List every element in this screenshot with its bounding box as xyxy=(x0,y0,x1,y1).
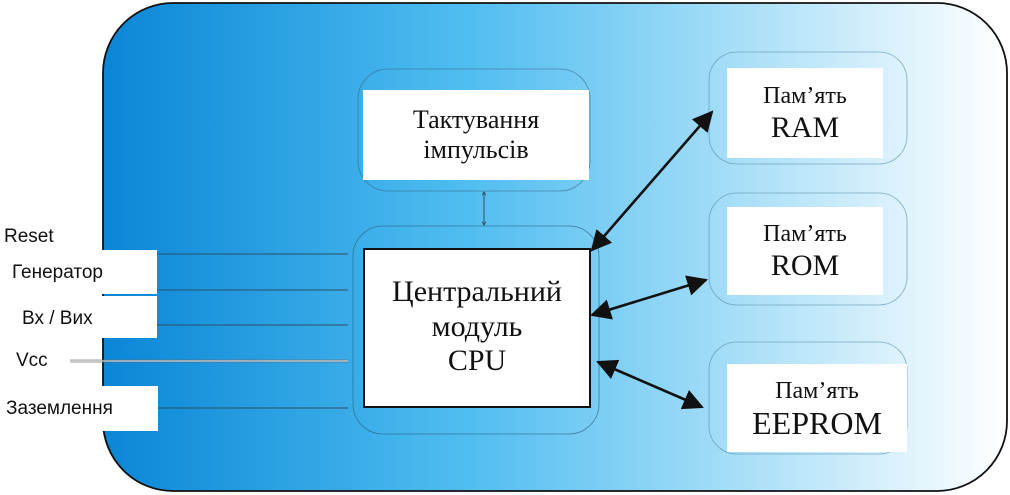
cpu-rom-arrow xyxy=(590,275,708,320)
clock-block-text: Тактування імпульсів xyxy=(363,90,589,180)
cpu-line2: модуль xyxy=(431,309,523,343)
ram-line1: Пам’ять xyxy=(763,82,847,109)
ram-frame xyxy=(708,51,908,165)
cpu-block xyxy=(363,248,591,408)
eeprom-line1: Пам’ять xyxy=(775,377,859,404)
eeprom-block xyxy=(727,364,907,452)
rom-block xyxy=(727,207,883,295)
eeprom-block-text: Пам’ять EEPROM xyxy=(727,368,907,452)
ram-line2: RAM xyxy=(770,110,840,144)
reset-pin-label: Reset xyxy=(4,226,54,247)
cpu-line3: CPU xyxy=(447,344,507,378)
vcc-pin-label: Vcc xyxy=(16,350,48,371)
cpu-eeprom-arrow xyxy=(596,359,704,410)
clock-line1: Тактування xyxy=(412,105,540,135)
eeprom-line2: EEPROM xyxy=(752,405,882,442)
ground-label-bg xyxy=(0,386,158,431)
io-pin-label: Вх / Вих xyxy=(22,308,93,329)
ground-pin-label: Заземлення xyxy=(6,398,113,419)
rom-line2: ROM xyxy=(770,248,840,282)
cpu-frame xyxy=(352,225,600,435)
cpu-ram-arrow xyxy=(590,110,714,252)
ram-block xyxy=(727,68,883,158)
generator-label-bg xyxy=(0,250,157,294)
cpu-line1: Центральний xyxy=(392,275,562,309)
clock-frame xyxy=(357,68,591,192)
cpu-block-text: Центральний модуль CPU xyxy=(364,252,590,402)
clock-block xyxy=(363,90,589,180)
rom-line1: Пам’ять xyxy=(763,220,847,247)
generator-pin-label: Генератор xyxy=(12,262,103,283)
clock-line2: імпульсів xyxy=(423,135,529,164)
io-label-bg xyxy=(0,296,157,338)
ram-block-text: Пам’ять RAM xyxy=(727,74,883,154)
rom-block-text: Пам’ять ROM xyxy=(727,212,883,292)
